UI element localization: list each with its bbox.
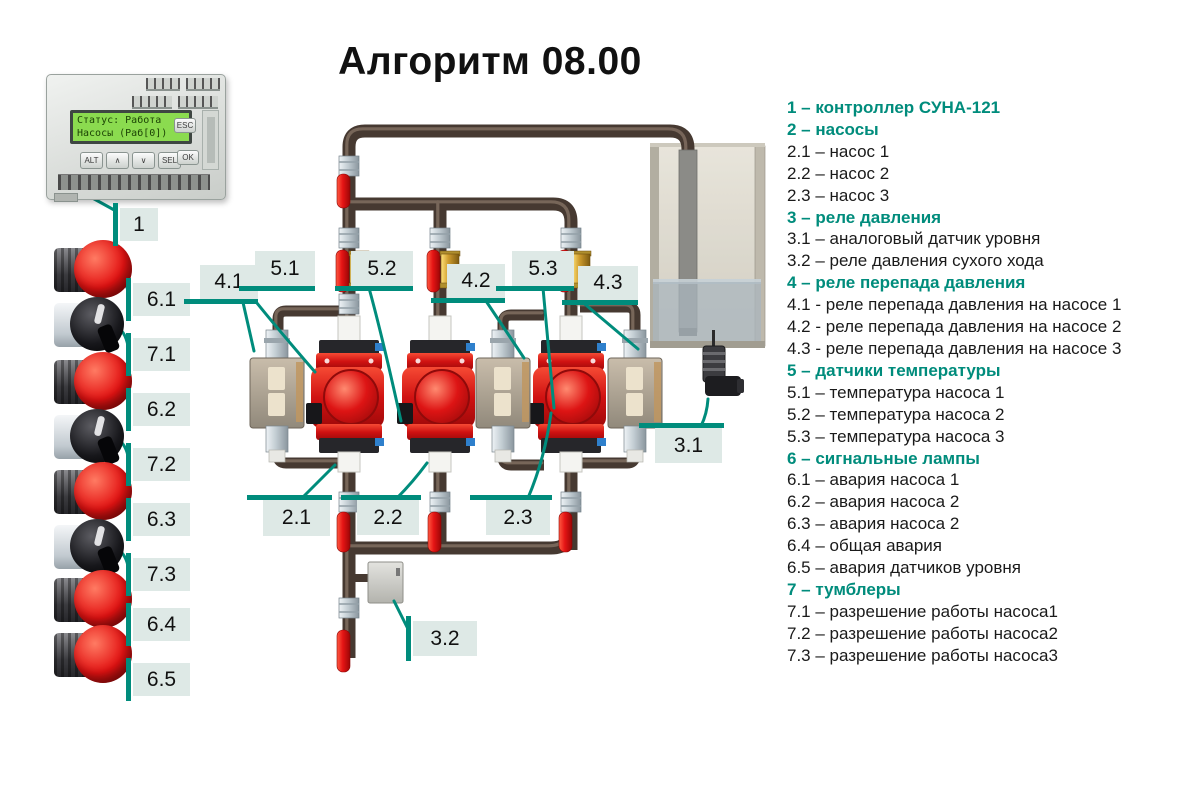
din-clip [54, 193, 78, 202]
callout-5-1: 5.1 [239, 251, 315, 291]
legend-item: 4.3 - реле перепада давления на насосе 3 [787, 338, 1122, 358]
pump-1 [305, 315, 385, 473]
callout-4-1: 4.1 [184, 265, 258, 304]
callout-2-1: 2.1 [247, 495, 332, 536]
callout-6-1: 6.1 [126, 278, 190, 321]
legend-item: 2 – насосы [787, 119, 879, 139]
legend-item: 1 – контроллер СУНА-121 [787, 98, 1001, 117]
callout-6-2: 6.2 [126, 388, 190, 431]
terminal-block [146, 78, 180, 91]
legend-item: 5.2 – температура насоса 2 [787, 404, 1005, 424]
toggle-switch-7-1 [54, 295, 136, 354]
pump-3 [527, 315, 607, 473]
callout-6-5: 6.5 [126, 658, 190, 701]
tank-liquid [650, 149, 765, 348]
level-sensor [702, 330, 744, 396]
down-button[interactable]: ∨ [132, 152, 155, 169]
legend-item: 6.3 – авария насоса 2 [787, 514, 960, 534]
callout-2-2: 2.2 [341, 495, 421, 535]
legend-item: 6.4 – общая авария [787, 536, 943, 556]
toggle-switch-7-2 [54, 407, 136, 466]
legend-item: 2.3 – насос 3 [787, 185, 890, 205]
dp-relay-3 [607, 329, 663, 463]
callout-6-3: 6.3 [126, 498, 190, 541]
legend-item: 6.1 – авария насоса 1 [787, 470, 960, 490]
legend-item: 7 – тумблеры [787, 579, 901, 599]
ok-button[interactable]: OK [177, 150, 199, 165]
page-title: Алгоритм 08.00 [338, 40, 642, 83]
legend-item: 4 – реле перепада давления [787, 273, 1026, 293]
callout-2-3: 2.3 [470, 495, 552, 535]
signal-lamp-6-4 [54, 570, 136, 628]
callout-4-2: 4.2 [431, 264, 505, 303]
up-button[interactable]: ∧ [106, 152, 129, 169]
terminal-block [132, 96, 172, 109]
signal-lamp-6-2 [54, 352, 136, 410]
esc-button[interactable]: ESC [174, 118, 196, 133]
callout-4-3: 4.3 [562, 266, 638, 305]
legend-item: 6.5 – авария датчиков уровня [787, 558, 1021, 578]
legend-item: 5.3 – температура насоса 3 [787, 426, 1005, 446]
terminal-block [178, 96, 218, 109]
legend-item: 7.1 – разрешение работы насоса1 [787, 601, 1058, 621]
toggle-switch-7-3 [54, 517, 136, 576]
legend-item: 2.2 – насос 2 [787, 163, 890, 183]
legend-item: 3.1 – аналоговый датчик уровня [787, 229, 1041, 249]
side-slot [202, 110, 219, 170]
callout-5-3: 5.3 [496, 251, 574, 291]
dp-relay-2 [475, 329, 531, 463]
lamp-cap [74, 352, 132, 410]
callout-3-1: 3.1 [639, 423, 724, 463]
callout-7-1: 7.1 [126, 333, 190, 376]
bottom-terminals [58, 174, 210, 190]
legend-item: 2.1 – насос 1 [787, 141, 890, 161]
legend-item: 3.2 – реле давления сухого хода [787, 251, 1044, 271]
terminal-block [186, 78, 220, 91]
legend-item: 3 – реле давления [787, 207, 942, 227]
legend-item: 5 – датчики температуры [787, 360, 1001, 380]
dry-run-switch [367, 561, 404, 604]
lamp-cap [74, 570, 132, 628]
alt-button[interactable]: ALT [80, 152, 103, 169]
signal-lamp-6-1 [54, 240, 136, 298]
lcd-line1: Статус: Работа [77, 115, 162, 126]
legend-item: 4.2 - реле перепада давления на насосе 2 [787, 317, 1122, 337]
callout-7-3: 7.3 [126, 553, 190, 596]
callout-5-2: 5.2 [335, 251, 413, 291]
legend-item: 4.1 - реле перепада давления на насосе 1 [787, 295, 1122, 315]
callout-6-4: 6.4 [126, 603, 190, 646]
pump-2 [396, 315, 476, 473]
legend-item: 7.2 – разрешение работы насоса2 [787, 623, 1058, 643]
lamp-cap [74, 625, 132, 683]
signal-lamp-6-5 [54, 625, 136, 683]
legend-item: 6 – сигнальные лампы [787, 448, 980, 468]
callout-7-2: 7.2 [126, 443, 190, 486]
callout-controller: 1 [113, 203, 158, 246]
legend-item: 7.3 – разрешение работы насоса3 [787, 645, 1058, 665]
lamp-cap [74, 462, 132, 520]
legend-item: 6.2 – авария насоса 2 [787, 492, 960, 512]
lcd-line2: Насосы (Раб[0]) [77, 128, 168, 139]
callout-3-2: 3.2 [406, 616, 477, 661]
lamp-cap [74, 240, 132, 298]
legend-item: 5.1 – температура насоса 1 [787, 382, 1005, 402]
signal-lamp-6-3 [54, 462, 136, 520]
